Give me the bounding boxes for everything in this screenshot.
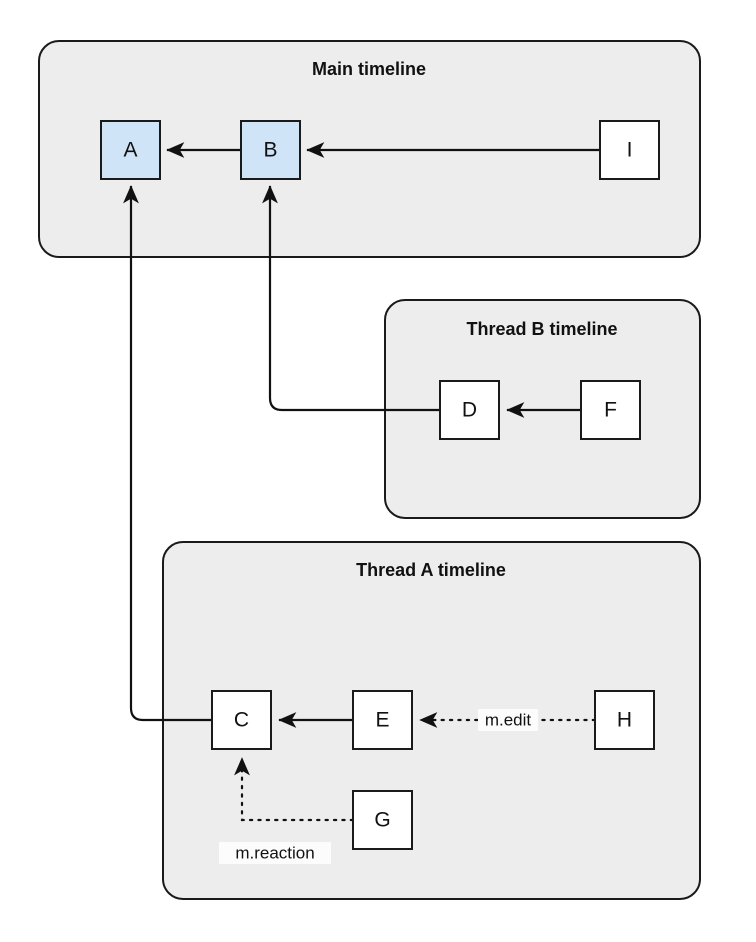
node-I-box[interactable] [599,120,660,180]
node-E-label: E [375,709,389,732]
edge-c-to-a [123,185,212,722]
node-F[interactable]: F [580,380,641,440]
node-H-box[interactable] [594,690,655,750]
node-D-box[interactable] [439,380,500,440]
thread-b-timeline-title: Thread B timeline [466,319,617,339]
node-G-box[interactable] [352,790,413,850]
node-I[interactable]: I [599,120,660,180]
node-A[interactable]: A [100,120,161,180]
node-D-label: D [462,399,477,422]
node-C-label: C [234,709,249,732]
edge-label-m-edit: m.edit [478,709,538,731]
node-E-box[interactable] [352,690,413,750]
m-reaction-label-text: m.reaction [235,843,314,862]
node-E[interactable]: E [352,690,413,750]
edge-d-to-b [262,185,440,412]
m-edit-label-background [478,709,538,731]
edge-label-m-reaction: m.reaction [219,842,331,864]
node-F-label: F [604,399,617,422]
main-timeline-title: Main timeline [312,59,426,79]
node-C-box[interactable] [211,690,272,750]
edge-g-to-c-m-reaction [234,756,355,822]
thread-a-timeline-title: Thread A timeline [356,560,506,580]
node-H-label: H [617,709,632,732]
node-G-label: G [374,809,390,832]
m-reaction-label-background [219,842,331,864]
node-A-box[interactable] [100,120,161,180]
node-C[interactable]: C [211,690,272,750]
node-I-label: I [627,139,633,162]
node-G[interactable]: G [352,790,413,850]
node-B[interactable]: B [240,120,301,180]
m-edit-label-text: m.edit [485,710,532,729]
node-B-label: B [263,139,277,162]
edges-layer [123,142,600,822]
node-D[interactable]: D [439,380,500,440]
node-B-box[interactable] [240,120,301,180]
node-H[interactable]: H [594,690,655,750]
node-F-box[interactable] [580,380,641,440]
node-A-label: A [123,139,137,162]
